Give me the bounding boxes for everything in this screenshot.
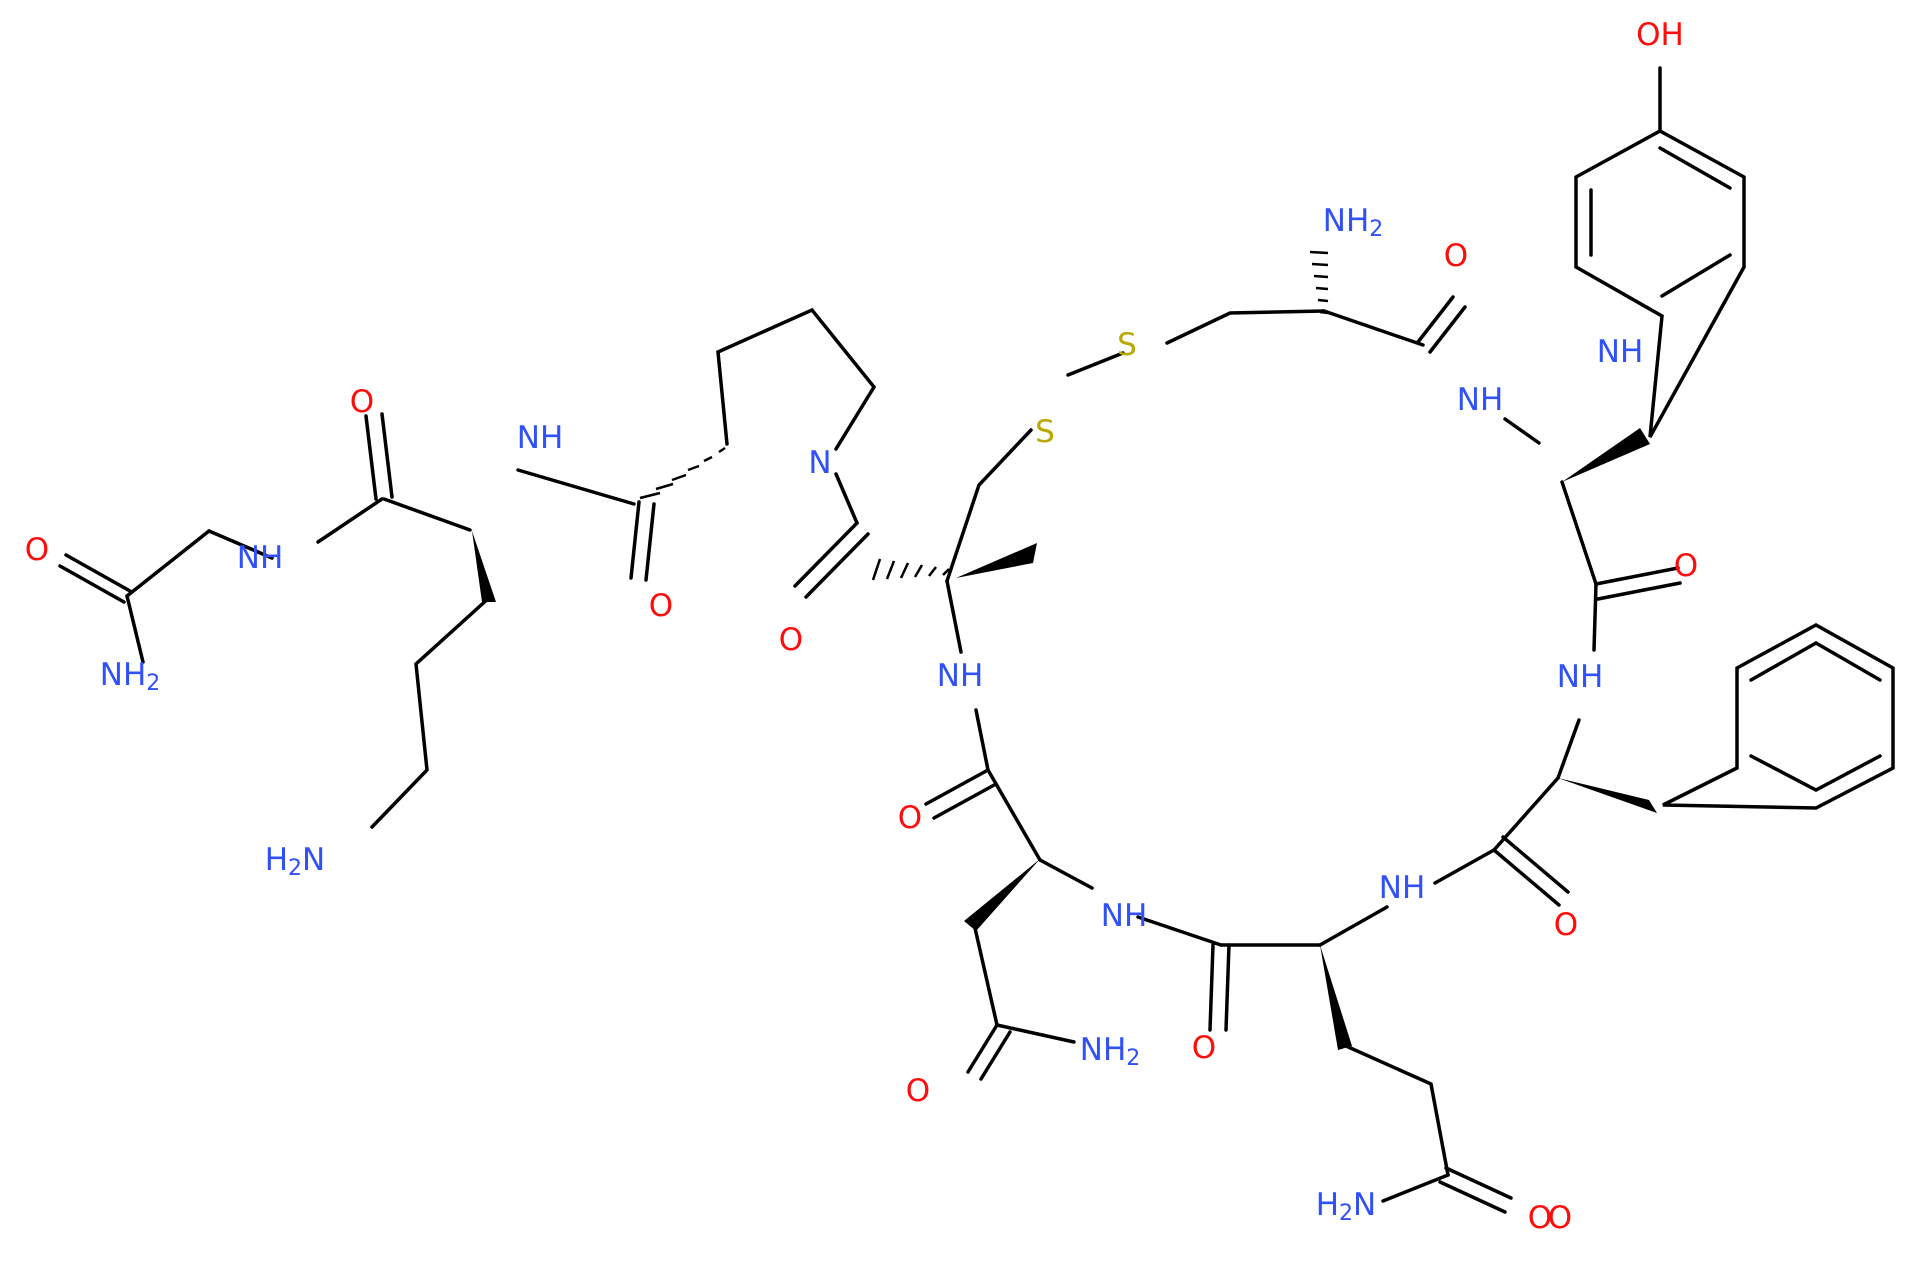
atom-label-o12: O [1528,1200,1552,1236]
atom-label-n8: NH [1597,334,1644,370]
atom-label-oh: OH [1636,17,1684,53]
atom-label-s1: S [1035,414,1055,450]
atom-label-n7: NH [1101,898,1148,934]
atom-label-n6: NH [1379,870,1426,906]
atom-label-nh2b: H2N [265,842,326,881]
atom-label-np: N [808,445,831,481]
atom-label-o5: O [1444,238,1468,274]
atom-label-o10: O [1192,1030,1216,1066]
atom-label-s2: S [1117,327,1137,363]
atom-label-nh2e: H2N [1316,1187,1377,1226]
stereo-wedges [472,250,1657,1050]
atom-label-n3: NH [1457,382,1504,418]
atom-label-o2: O [350,384,374,420]
atom-label-n5: NH [937,658,984,694]
bond-lines [58,66,1895,1214]
atom-label-o4: O [779,622,803,658]
atom-label-o11: O [1548,1200,1572,1236]
atom-label-o1: O [25,532,49,568]
atom-label-nh2a: NH2 [100,657,161,696]
atom-label-nh2d: NH2 [1080,1032,1141,1071]
atom-label-o8: O [1554,907,1578,943]
atom-label-o3: O [649,588,673,624]
atom-label-o9: O [906,1073,930,1109]
atom-label-o7: O [898,800,922,836]
atom-label-n2: NH [517,420,564,456]
atom-label-n4: NH [1557,659,1604,695]
atom-label-o6: O [1674,548,1698,584]
atom-label-n1: NH [237,540,284,576]
atom-label-nh2c: NH2 [1323,203,1384,242]
